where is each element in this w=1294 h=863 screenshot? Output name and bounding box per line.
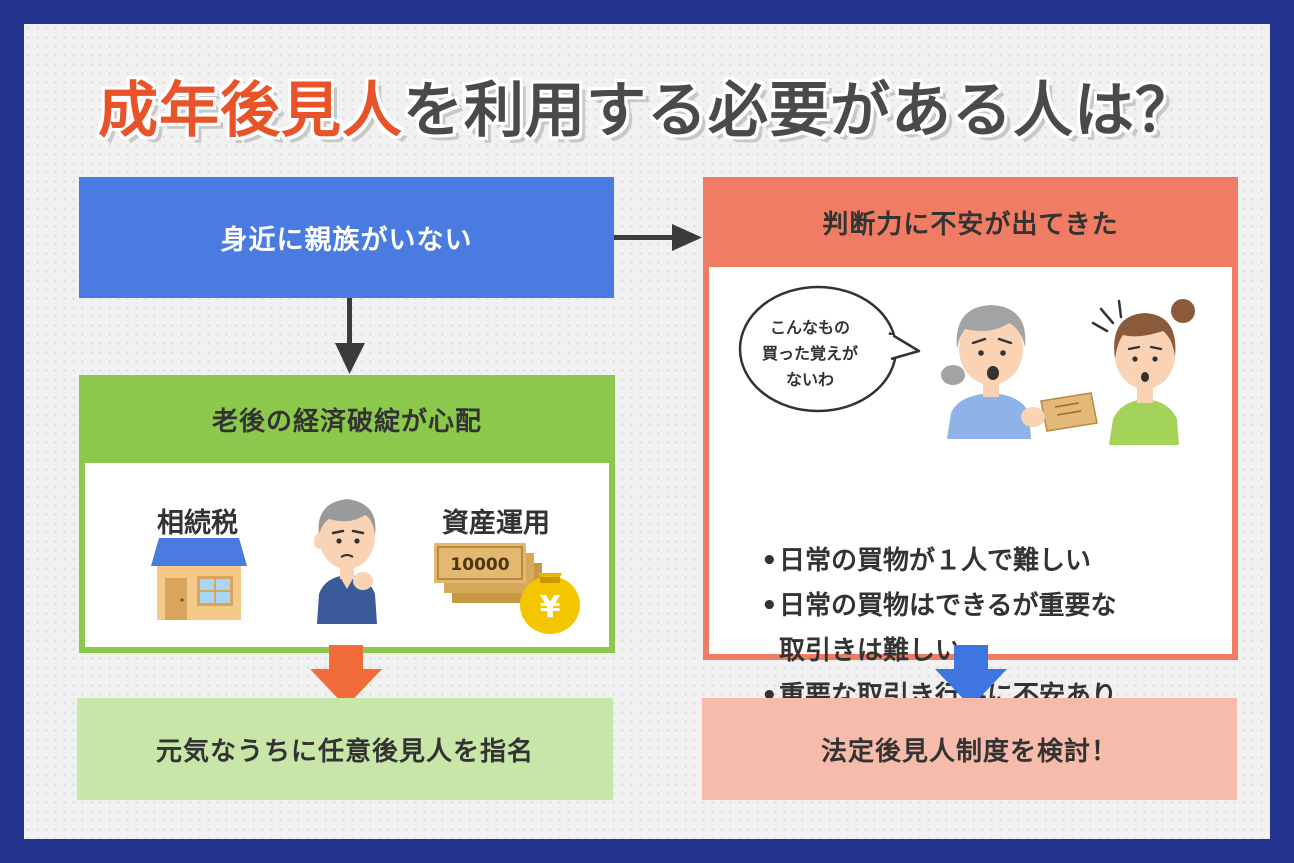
money-bag-icon: 10000 ¥ — [434, 543, 580, 634]
bullet-mark: • — [761, 591, 778, 621]
title-highlight: 成年後見人 — [98, 76, 403, 146]
younger-woman-icon — [1091, 299, 1195, 445]
arrow-down-blue-icon — [935, 645, 1007, 707]
concern-item-2: 日常の買物はできるが重要な — [779, 591, 1117, 621]
appoint-guardian-label: 元気なうちに任意後見人を指名 — [155, 736, 534, 767]
page-title: 成年後見人を利用する必要がある人は？ — [0, 62, 1294, 149]
list-item: •日常の買物はできるが重要な — [761, 584, 1117, 629]
judgment-anxiety-heading: 判断力に不安が出てきた — [822, 209, 1119, 240]
banknote-value: 10000 — [450, 555, 509, 575]
no-relatives-label: 身近に親族がいない — [220, 225, 473, 256]
concern-item-2-cont: 取引きは難しい — [779, 636, 962, 666]
legal-guardian-box: 法定後見人制度を検討！ — [702, 698, 1237, 800]
bubble-line-1: こんなもの — [769, 318, 850, 337]
bubble-line-3: ないわ — [785, 370, 834, 389]
no-relatives-box: 身近に親族がいない — [79, 177, 614, 298]
list-item: 取引きは難しい — [761, 629, 1117, 674]
elderly-woman-icon — [941, 305, 1098, 439]
title-rest: を利用する必要がある人は？ — [403, 76, 1196, 146]
financial-worry-box: 老後の経済破綻が心配 相続税 資産運用 — [79, 375, 615, 653]
legal-guardian-label: 法定後見人制度を検討！ — [820, 736, 1118, 767]
concern-item-1: 日常の買物が１人で難しい — [779, 546, 1092, 576]
judgment-anxiety-content: こんなもの 買った覚えが ないわ — [709, 267, 1232, 711]
arrow-down-icon — [335, 298, 365, 374]
list-item: •日常の買物が１人で難しい — [761, 539, 1117, 584]
arrow-down-orange-icon — [310, 645, 382, 707]
asset-management-label: 資産運用 — [442, 508, 550, 539]
inheritance-tax-label: 相続税 — [157, 508, 238, 539]
judgment-anxiety-box: 判断力に不安が出てきた こんなもの 買った覚えが ないわ — [703, 177, 1238, 711]
house-icon — [151, 538, 247, 620]
appoint-guardian-box: 元気なうちに任意後見人を指名 — [77, 698, 613, 800]
bubble-line-2: 買った覚えが — [761, 344, 858, 363]
speech-bubble-text: こんなもの 買った覚えが ないわ — [745, 315, 875, 393]
bullet-mark: • — [761, 546, 778, 576]
yen-symbol: ¥ — [540, 590, 561, 625]
worried-elderly-man-icon — [314, 499, 377, 624]
financial-worry-heading: 老後の経済破綻が心配 — [211, 406, 482, 437]
arrow-right-icon — [614, 224, 702, 251]
speech-bubble-icon — [738, 285, 921, 413]
financial-worry-content: 相続税 資産運用 — [85, 463, 609, 647]
